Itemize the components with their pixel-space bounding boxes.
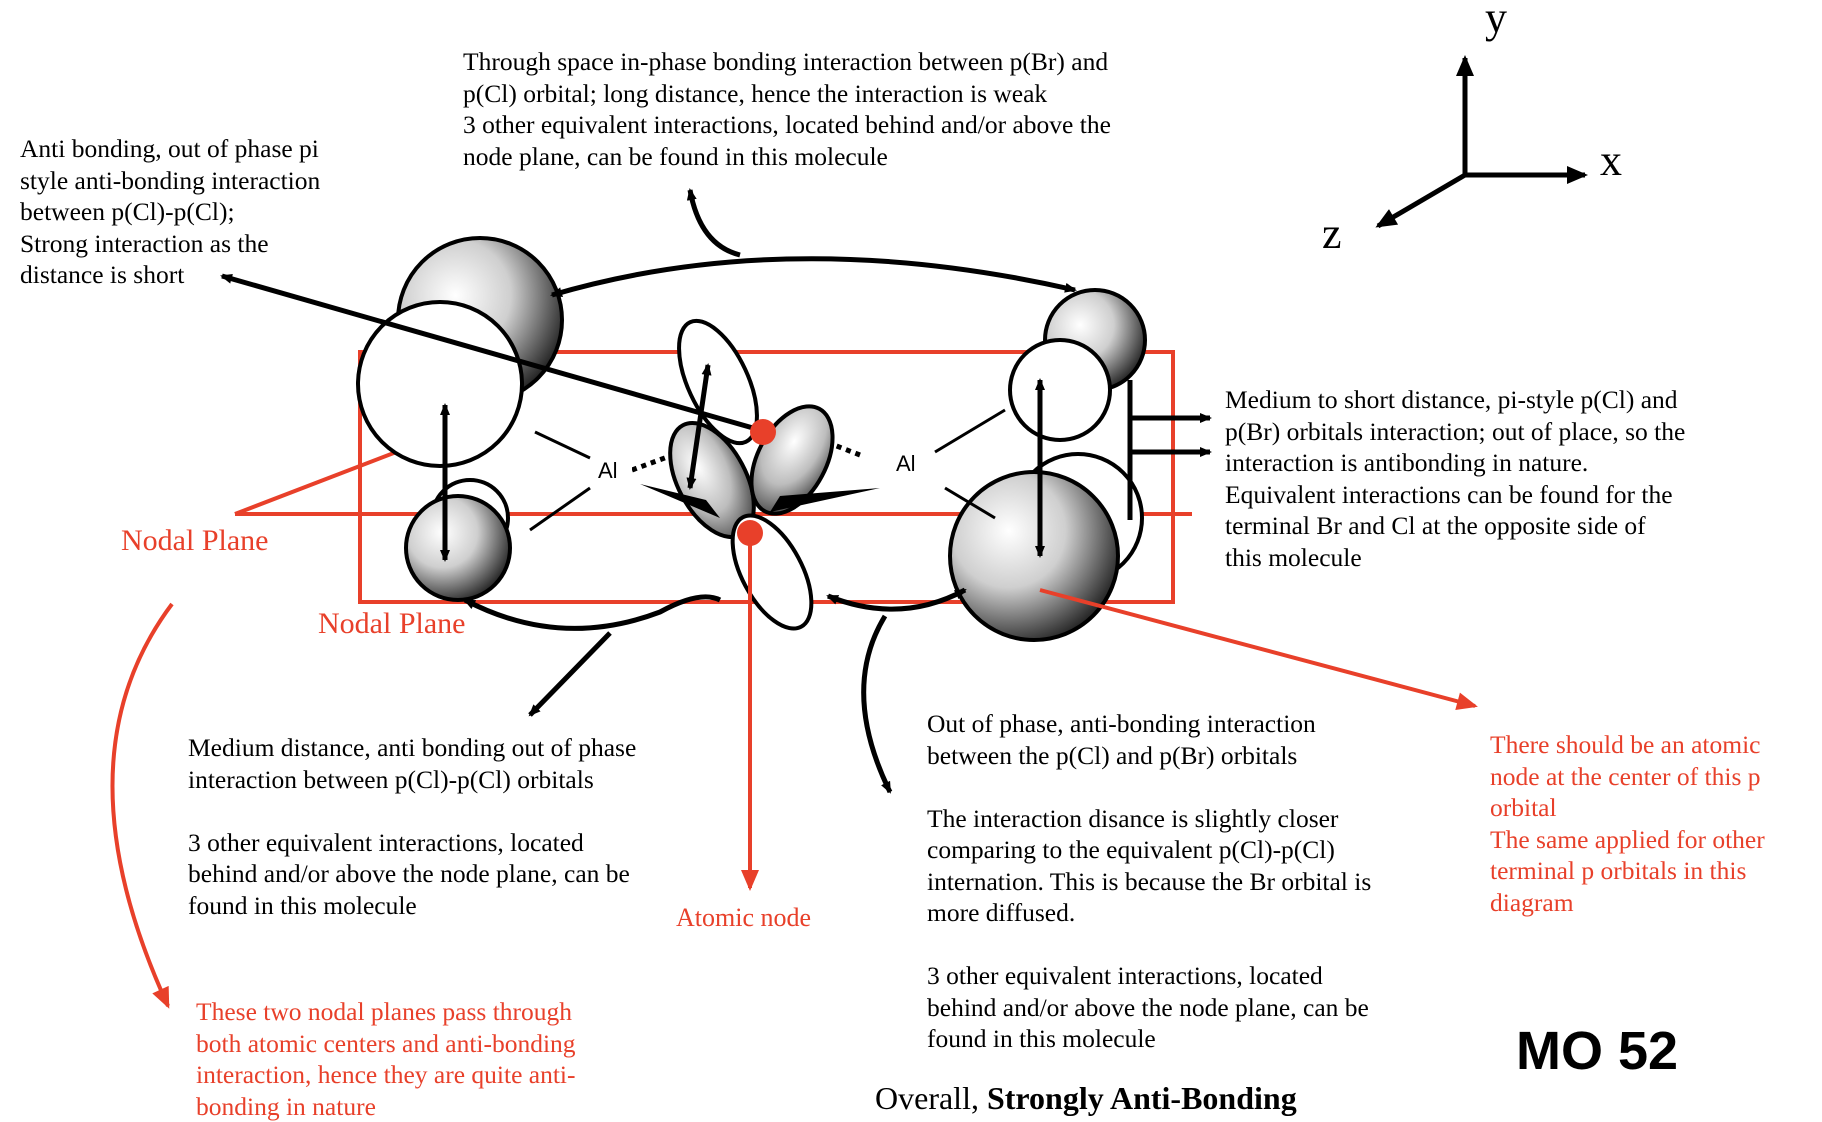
wedge-left <box>640 484 720 518</box>
nodal-plane-line-diagonal <box>234 444 413 516</box>
annotation-medium-short: Medium to short distance, pi-style p(Cl)… <box>1225 385 1686 572</box>
arrow-through-space-pointer <box>686 188 741 258</box>
arrow-atomic-node-note <box>1039 588 1478 711</box>
annotation-through-space: Through space in-phase bonding interacti… <box>463 47 1111 171</box>
red-annotation-arrows <box>110 535 1478 1009</box>
arrow-bottom-left-loop <box>463 594 722 631</box>
orbital-bottom-left-shaded <box>404 494 512 602</box>
annotation-medium-distance: Medium distance, anti bonding out of pha… <box>188 733 637 920</box>
atomic-node-dot-lower <box>737 520 763 546</box>
annotation-atomic-node-note: There should be an atomic node at the ce… <box>1490 730 1765 917</box>
arrow-nodal-planes-note <box>110 602 174 1009</box>
annotation-nodal-planes-note: These two nodal planes pass through both… <box>196 997 576 1121</box>
y-axis-label: y <box>1485 0 1507 42</box>
label-nodal-plane-2: Nodal Plane <box>318 607 466 640</box>
overall-strong: Strongly Anti-Bonding <box>986 1080 1297 1116</box>
annotation-out-of-phase: Out of phase, anti-bonding interaction b… <box>927 709 1372 1053</box>
atomic-node-dot-upper <box>750 419 776 445</box>
arrow-through-space <box>550 256 1077 298</box>
z-axis-label: z <box>1322 209 1342 258</box>
x-axis-label: x <box>1600 136 1622 185</box>
orbital-top-left-open <box>356 300 524 468</box>
label-atomic-node: Atomic node <box>676 903 812 932</box>
z-axis <box>1375 172 1467 229</box>
arrow-central-lobe <box>686 363 712 490</box>
atom-al-right: Al <box>896 451 916 476</box>
wedge-right <box>770 488 880 512</box>
interaction-arrows <box>220 188 1212 794</box>
mo-title: MO 52 <box>1516 1021 1679 1081</box>
overall-prefix: Overall, <box>875 1080 987 1116</box>
axis-system <box>1375 55 1588 229</box>
label-nodal-plane-1: Nodal Plane <box>121 524 269 557</box>
annotation-anti-bonding-left: Anti bonding, out of phase pi style anti… <box>20 134 321 289</box>
orbital-top-right-open <box>1008 338 1112 442</box>
arrow-medium-distance <box>528 631 612 717</box>
orbital-bottom-right-shaded <box>948 470 1120 642</box>
overall-summary: Overall, Strongly Anti-Bonding <box>875 1080 1297 1117</box>
arrow-bottom-right-loop <box>826 587 967 612</box>
arrow-out-of-phase <box>861 614 893 794</box>
atom-al-left: Al <box>598 458 618 483</box>
arrow-anti-bonding-left <box>220 273 761 433</box>
